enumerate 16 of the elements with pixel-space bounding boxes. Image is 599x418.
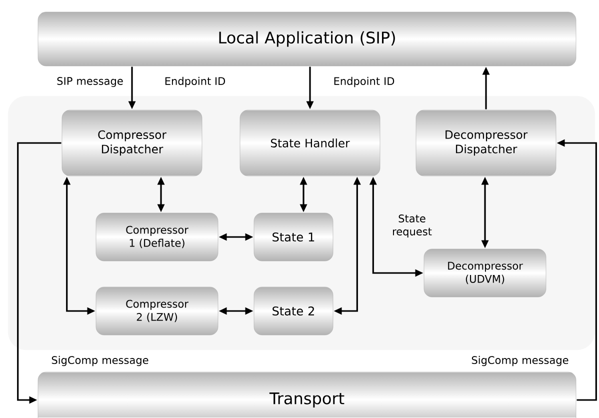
process-box: Compressor 1 (Deflate) xyxy=(96,212,218,262)
edge-label: State request xyxy=(393,214,432,238)
process-box: Decompressor (UDVM) xyxy=(424,248,546,298)
process-box: Compressor 2 (LZW) xyxy=(96,286,218,336)
edge-label: SigComp message xyxy=(52,356,148,366)
edge-label: Endpoint ID xyxy=(334,76,394,88)
edge-label: SIP message xyxy=(57,77,123,87)
process-box: State 1 xyxy=(254,212,334,262)
bar: Local Application (SIP) xyxy=(38,12,576,66)
edge-label: SigComp message xyxy=(472,356,568,366)
text-label: Endpoint ID xyxy=(165,76,226,88)
process-box: Decompressor Dispatcher xyxy=(416,110,556,176)
process-box: Compressor Dispatcher xyxy=(62,110,202,176)
process-box: State Handler xyxy=(240,110,380,176)
bar: Transport xyxy=(38,372,576,418)
process-box: State 2 xyxy=(254,286,334,336)
